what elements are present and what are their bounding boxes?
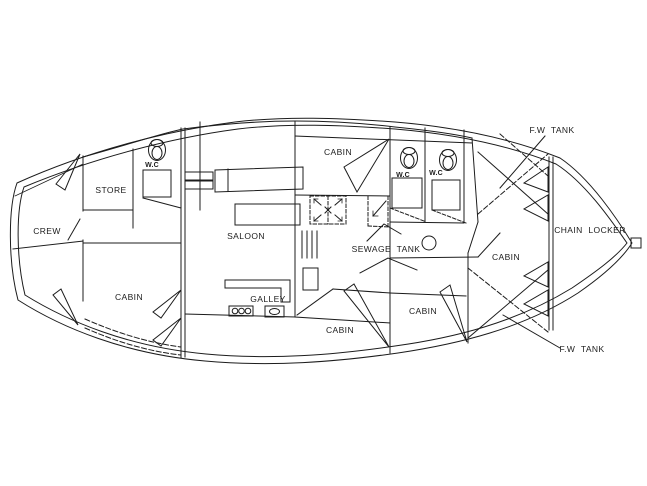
wc-aft-fixtures	[142, 139, 172, 198]
door-swing-icon	[152, 317, 182, 347]
label-sewage-tank: SEWAGE TANK	[352, 244, 421, 254]
saloon-berth	[214, 166, 304, 193]
galley-counter	[224, 279, 291, 303]
door-swing-icon	[343, 283, 390, 348]
toilet-icon	[439, 149, 457, 171]
room-label-cabin-fwd-port: CABIN	[324, 147, 352, 157]
fw-tank-upper-leader	[499, 135, 546, 189]
label-chain-locker: CHAIN LOCKER	[554, 225, 626, 235]
saloon-furniture	[184, 166, 304, 226]
toilet-icon	[148, 139, 166, 161]
wc-fwd-fixtures	[431, 149, 467, 224]
deck-fitting-icon	[421, 235, 437, 251]
sewage-tank-marks	[359, 223, 437, 274]
label-fw-tank-upper: F.W TANK	[529, 125, 574, 135]
room-labels: CREW STORE W.C SALOON GALLEY CABIN W.C W…	[33, 125, 626, 354]
door-swing-icon	[52, 288, 79, 326]
chine-lines	[84, 318, 182, 356]
door-swing-icon	[439, 284, 468, 343]
room-label-wc-mid: W.C	[396, 172, 410, 179]
toilet-icon	[400, 147, 418, 169]
room-label-galley: GALLEY	[250, 294, 285, 304]
label-fw-tank-lower: F.W TANK	[559, 344, 604, 354]
room-label-wc-fwd: W.C	[429, 170, 443, 177]
sink-icon	[264, 305, 285, 318]
shower-grate-icon	[142, 169, 172, 198]
room-label-cabin-fore: CABIN	[492, 252, 520, 262]
room-label-wc-aft: W.C	[145, 162, 159, 169]
door-swing-icon	[55, 153, 81, 191]
deck-hatch-icon	[309, 195, 347, 225]
shower-grate-icon	[391, 177, 423, 209]
leader-lines	[499, 135, 561, 349]
companionway-step	[184, 171, 214, 181]
locker	[302, 267, 319, 291]
fw-tank-lower-leader	[502, 314, 561, 349]
door-swing-icon	[343, 138, 390, 194]
door-swing-icon	[152, 289, 182, 319]
room-label-cabin-aft-port: CABIN	[115, 292, 143, 302]
wc-mid-fixtures	[389, 147, 425, 222]
forepeak-structure	[467, 133, 549, 339]
room-label-store: STORE	[95, 185, 126, 195]
room-label-crew: CREW	[33, 226, 61, 236]
door-swings	[52, 138, 468, 348]
galley-unit	[224, 279, 291, 318]
deck-hatch-icon	[367, 195, 391, 228]
bow-stem-fitting-icon	[630, 237, 642, 249]
crew-door-line	[67, 218, 81, 241]
room-label-saloon: SALOON	[227, 231, 265, 241]
room-label-cabin-stbd-fwd: CABIN	[409, 306, 437, 316]
room-label-cabin-stbd-mid: CABIN	[326, 325, 354, 335]
stove-icon	[228, 305, 254, 317]
saloon-table	[234, 203, 301, 226]
companionway-step	[184, 180, 214, 190]
shower-grate-icon	[431, 179, 461, 211]
companionway-steps-icon	[301, 230, 319, 291]
